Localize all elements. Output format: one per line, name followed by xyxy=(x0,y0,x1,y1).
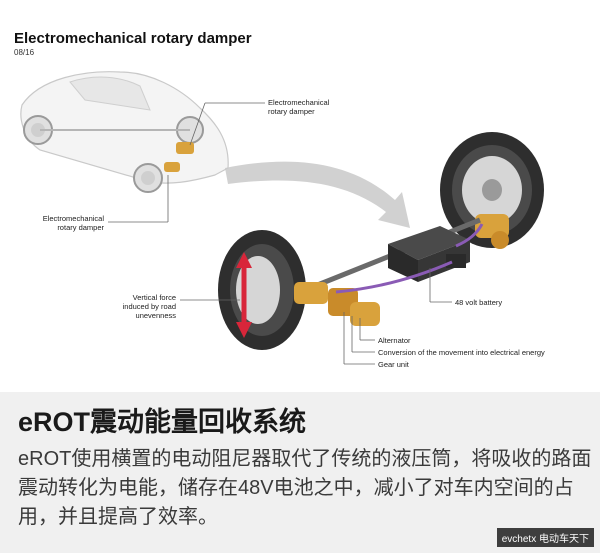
diagram-subtitle: 08/16 xyxy=(14,48,35,57)
zoom-arrow xyxy=(225,161,410,228)
damper-illustration xyxy=(20,71,544,365)
front-wheel xyxy=(218,230,306,350)
rear-damper-label: Electromechanical rotary damper xyxy=(268,98,330,116)
caption-panel xyxy=(0,392,600,553)
caption-body: eROT使用横置的电动阻尼器取代了传统的液压筒，将吸收的路面震动转化为电能，储存… xyxy=(18,448,592,528)
car-illustration xyxy=(20,71,229,193)
front-rotary-damper xyxy=(294,282,380,326)
rear-wheel xyxy=(440,132,544,248)
gear-unit-label: Gear unit xyxy=(378,360,409,369)
alternator-label: Alternator xyxy=(378,336,411,345)
diagram-title: Electromechanical rotary damper xyxy=(14,30,252,47)
vertical-force-arrow xyxy=(236,252,252,338)
front-damper-mini xyxy=(164,162,180,172)
battery-illustration xyxy=(388,226,470,282)
caption-title: eROT震动能量回收系统 xyxy=(18,407,307,437)
watermark: evchetx 电动车天下 xyxy=(496,528,594,547)
power-wire xyxy=(335,260,453,294)
rear-damper-mini xyxy=(176,142,194,154)
conversion-label: Conversion of the movement into electric… xyxy=(378,348,545,357)
vertical-force-label: Vertical force induced by road unevennes… xyxy=(122,293,176,320)
front-damper-label: Electromechanical rotary damper xyxy=(42,214,104,232)
battery-label: 48 volt battery xyxy=(455,298,503,307)
